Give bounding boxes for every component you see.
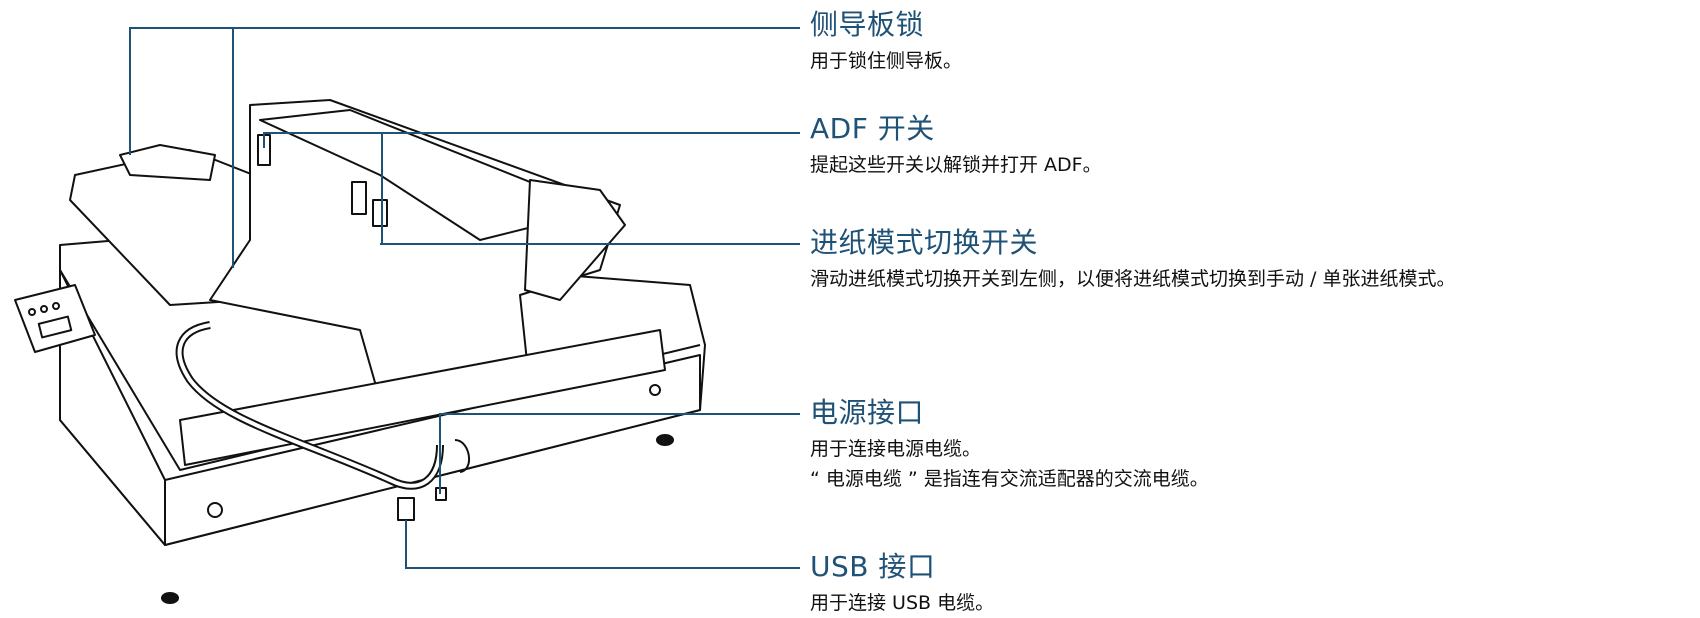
cable-clip <box>454 439 470 473</box>
front-screw <box>207 502 223 518</box>
leader-line-power-connector <box>439 413 800 494</box>
power-cable-inner <box>177 323 442 488</box>
adf-lever-desc: 提起这些开关以解锁并打开 ADF。 <box>810 154 1102 176</box>
panel-button <box>52 302 60 310</box>
side-screw <box>649 384 661 396</box>
callout-side-guide-lock: 侧导板锁 用于锁住侧导板。 <box>810 8 962 76</box>
panel-button <box>40 305 48 313</box>
leader-line-side-guide-lock <box>129 27 800 268</box>
panel-display <box>37 315 73 339</box>
scanner-illustration <box>14 99 706 604</box>
power-connector-note: “ 电源电缆 ” 是指连有交流适配器的交流电缆。 <box>810 468 1209 490</box>
feed-mode-switch-title: 进纸模式切换开关 <box>810 226 1039 259</box>
callout-power-connector: 电源接口 用于连接电源电缆。 “ 电源电缆 ” 是指连有交流适配器的交流电缆。 <box>810 396 1209 494</box>
power-connector-title: 电源接口 <box>810 396 925 429</box>
callout-feed-mode-switch: 进纸模式切换开关 滑动进纸模式切换开关到左侧，以便将进纸模式切换到手动 / 单张… <box>810 226 1455 294</box>
adf-lever-right <box>351 181 367 215</box>
output-stacker <box>524 179 626 301</box>
adf-tray-guide <box>119 144 216 181</box>
rear-panel <box>179 329 666 466</box>
feed-mode-switch-desc: 滑动进纸模式切换开关到左侧，以便将进纸模式切换到手动 / 单张进纸模式。 <box>810 268 1456 290</box>
panel-button <box>28 308 36 316</box>
feed-mode-switch <box>372 199 388 227</box>
power-connector-desc-line: 用于连接电源电缆。 <box>810 438 982 460</box>
leader-lines <box>129 27 800 569</box>
usb-port <box>397 497 415 521</box>
side-guide-lock-desc: 用于锁住侧导板。 <box>810 50 963 72</box>
flatbed-side-panel <box>59 269 166 546</box>
side-guide-lock-title: 侧导板锁 <box>810 8 925 41</box>
foot-right <box>656 434 674 446</box>
callout-adf-lever: ADF 开关 提起这些开关以解锁并打开 ADF。 <box>810 112 1102 180</box>
usb-connector-title: USB 接口 <box>810 550 936 583</box>
operator-panel <box>14 284 96 353</box>
leader-line-adf-lever <box>263 132 800 244</box>
usb-connector-desc: 用于连接 USB 电缆。 <box>810 592 995 614</box>
leader-line-usb-connector <box>405 520 800 569</box>
adf-lever-title: ADF 开关 <box>810 112 935 145</box>
callout-usb-connector: USB 接口 用于连接 USB 电缆。 <box>810 550 994 618</box>
foot-left <box>161 592 179 604</box>
power-connector-desc: 用于连接电源电缆。 “ 电源电缆 ” 是指连有交流适配器的交流电缆。 <box>810 434 1209 494</box>
